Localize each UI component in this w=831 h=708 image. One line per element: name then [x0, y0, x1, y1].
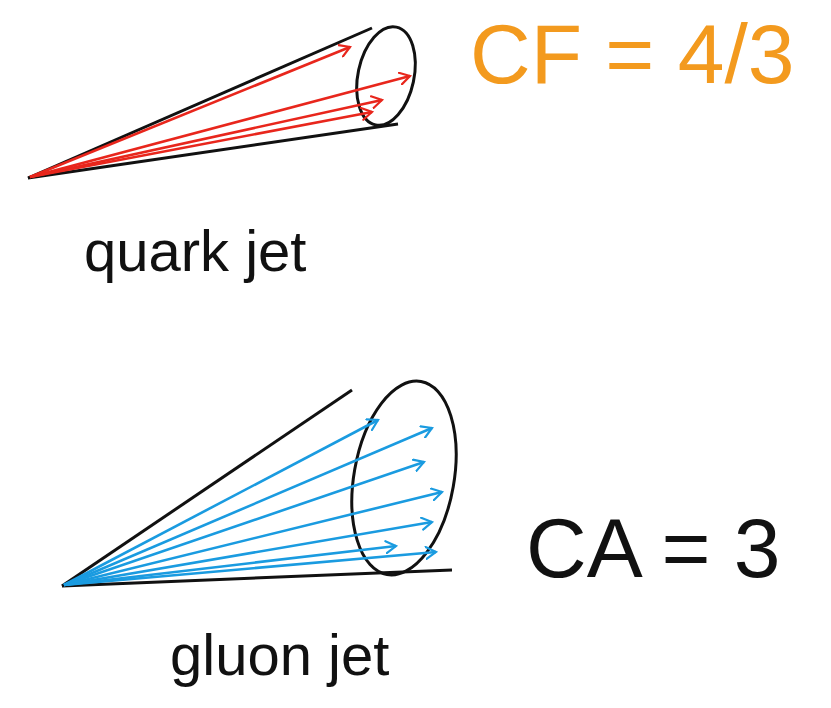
color-factor: CF = 4/3 [470, 12, 794, 96]
jet-caption: gluon jet [170, 626, 389, 684]
quark-cone [28, 21, 424, 178]
gluon-cone [62, 373, 470, 586]
jet-caption: quark jet [84, 222, 306, 280]
color-factor: CA = 3 [526, 506, 781, 590]
